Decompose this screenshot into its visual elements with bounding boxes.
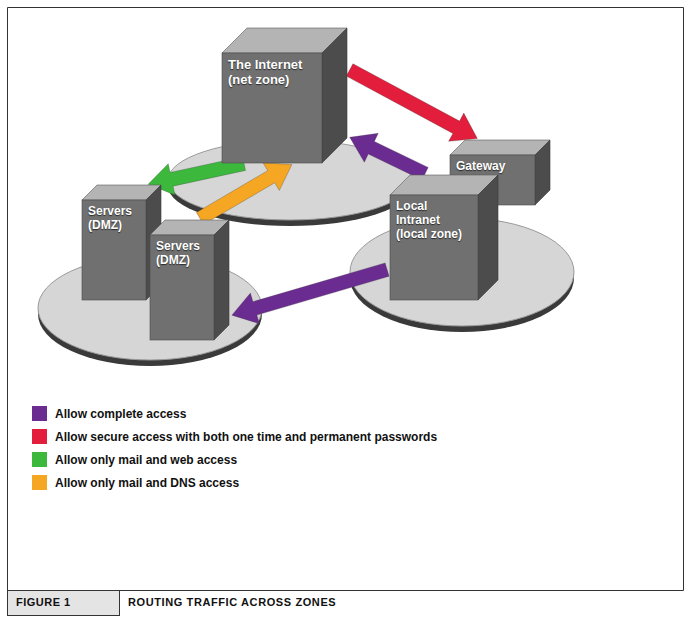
zone-label: The Internet (net zone)	[228, 58, 316, 88]
frame-lines	[8, 8, 684, 616]
zone-label: Gateway	[456, 160, 529, 174]
cube-top	[450, 140, 550, 155]
zone-cube: Servers (DMZ)	[150, 220, 229, 340]
zone-label: Local Intranet (local zone)	[396, 200, 472, 241]
zone-label: Servers (DMZ)	[88, 205, 140, 233]
access-arrow	[346, 64, 477, 142]
cube-front	[222, 53, 322, 163]
legend-swatch	[32, 452, 47, 467]
legend-row: Allow secure access with both one time a…	[32, 425, 437, 448]
cube-face: The Internet (net zone)	[222, 53, 322, 163]
zone-cube: The Internet (net zone)	[222, 28, 347, 163]
zone-cube: Local Intranet (local zone)	[390, 175, 498, 300]
cube-side	[214, 220, 229, 340]
figure-number: FIGURE 1	[16, 596, 71, 608]
legend-text: Allow complete access	[55, 407, 186, 421]
legend-text: Allow only mail and DNS access	[55, 476, 239, 490]
legend-text: Allow secure access with both one time a…	[55, 430, 437, 444]
cube-shape	[222, 28, 347, 163]
cube-face: Servers (DMZ)	[82, 200, 146, 300]
frame-right	[683, 8, 684, 591]
zone-cube: Servers (DMZ)	[82, 185, 161, 300]
cube-text-block: Gateway	[456, 160, 529, 174]
legend-swatch	[32, 429, 47, 444]
cube-shape	[82, 185, 161, 300]
legend-row: Allow only mail and DNS access	[32, 471, 437, 494]
legend-swatch	[32, 475, 47, 490]
cube-text-block: Servers (DMZ)	[88, 205, 140, 233]
cube-text-block: Local Intranet (local zone)	[396, 200, 472, 241]
cube-text-block: Servers (DMZ)	[156, 240, 208, 268]
cube-side	[535, 140, 550, 205]
cube-text-block: The Internet (net zone)	[228, 58, 316, 88]
legend-row: Allow complete access	[32, 402, 437, 425]
access-arrow	[350, 133, 428, 180]
cube-side	[478, 175, 498, 300]
caption-text: ROUTING TRAFFIC ACROSS ZONES	[128, 596, 336, 608]
legend-row: Allow only mail and web access	[32, 448, 437, 471]
frame-left	[7, 8, 8, 616]
figure-number-cell	[8, 591, 120, 616]
legend-text: Allow only mail and web access	[55, 453, 237, 467]
cube-front	[82, 200, 146, 300]
access-arrow	[196, 163, 291, 225]
legend: Allow complete accessAllow secure access…	[32, 402, 437, 494]
zone-label: Servers (DMZ)	[156, 240, 208, 268]
cube-face: Servers (DMZ)	[150, 235, 214, 340]
legend-swatch	[32, 406, 47, 421]
cube-front	[150, 235, 214, 340]
access-arrow	[232, 263, 389, 324]
frame-top	[8, 7, 684, 8]
cube-front	[390, 195, 478, 300]
platforms	[38, 140, 574, 366]
cube-shape	[150, 220, 229, 340]
figure-caption: ROUTING TRAFFIC ACROSS ZONES	[128, 596, 336, 608]
cube-face: Local Intranet (local zone)	[390, 195, 478, 300]
cube-side	[322, 28, 347, 163]
